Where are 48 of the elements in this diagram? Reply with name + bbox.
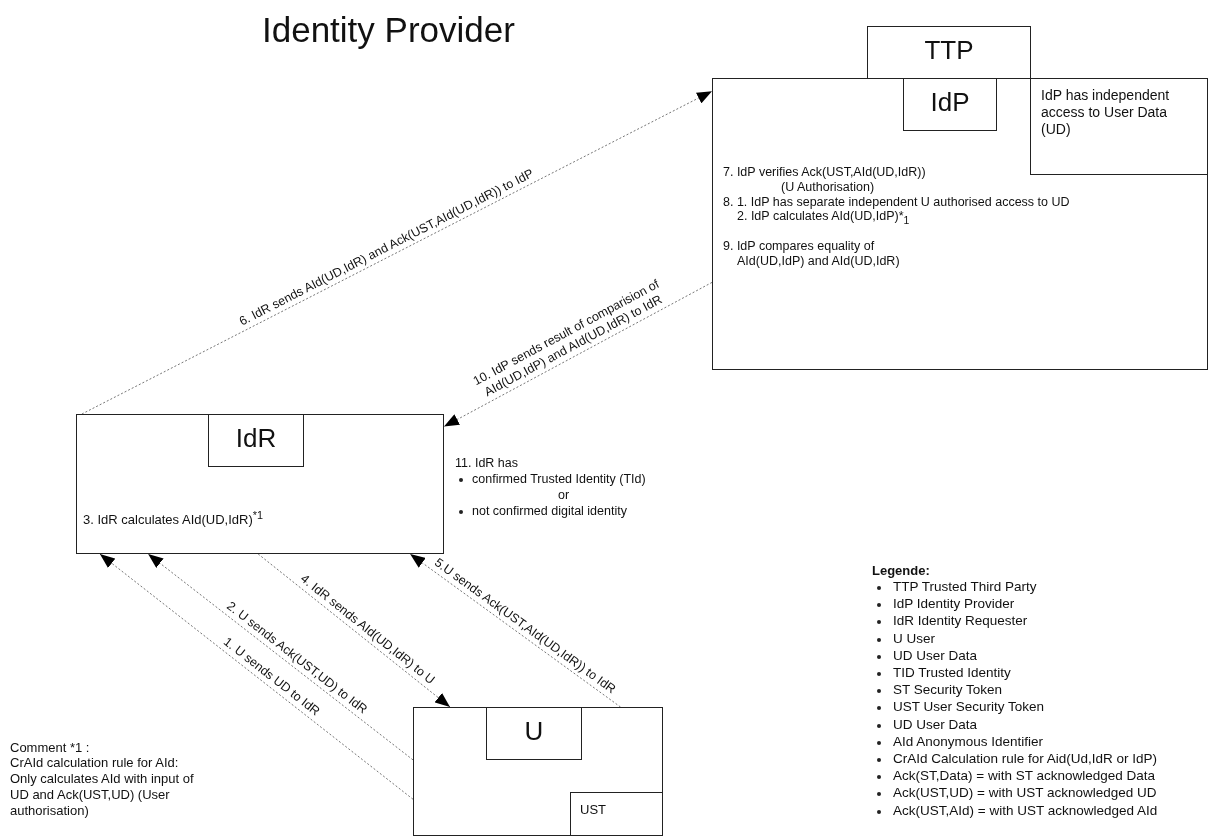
step-text: UST — [580, 802, 606, 818]
arrow — [99, 553, 414, 800]
requester-box — [76, 414, 444, 554]
box-heading: TTP — [923, 35, 975, 67]
legend-item: IdR Identity Requester — [893, 613, 1028, 629]
arrow — [81, 90, 713, 415]
note-text: 11. IdR has — [455, 456, 518, 470]
step-text: 3. IdR calculates AId(UD,IdR)$^{*1}$ — [83, 509, 264, 528]
arrow — [257, 553, 451, 708]
empty-box — [413, 707, 663, 836]
legend-item: ST Security Token — [893, 682, 1003, 698]
legend-item: CrAId Calculation rule for Aid(Ud,IdR or IdP) — [893, 751, 1158, 766]
legend-item: IdP Identity Provider — [893, 596, 1015, 612]
step-text: IdP has independent access to User Data (UD) — [1041, 87, 1171, 138]
note-text: or — [558, 488, 570, 502]
step-text: 7. IdP verifies Ack(UST,AId(UD,IdR)) (U Authorisation) — [723, 165, 927, 195]
token-box — [570, 792, 663, 836]
role-label-box — [903, 78, 997, 131]
note-text: confirmed Trusted Identity (TId) — [472, 472, 646, 486]
note-box — [1030, 78, 1208, 175]
party-box — [867, 26, 1031, 79]
box-heading: IdR — [234, 423, 278, 455]
role-label-box — [208, 414, 304, 467]
legend-item: UST User Security Token — [893, 699, 1045, 715]
box-heading: IdP — [929, 87, 971, 119]
comment-text: CrAId calculation rule for AId: Only calculates AId with input of UD and Ack(UST,UD) (User authorisation) — [10, 755, 195, 819]
legend-item: Ack(UST,AId) = with UST acknowledged AId — [893, 802, 1158, 818]
note-text: not confirmed digital identity — [472, 504, 627, 518]
arrow — [443, 281, 713, 428]
step-text: 2. IdP calculates AId(UD,IdP)*$_{1}$ — [737, 209, 910, 227]
legend-item: U User — [893, 630, 935, 646]
role-label-box — [486, 707, 582, 760]
arrow — [147, 553, 414, 761]
step-text: 8. 1. IdP has separate independent U authorised access to UD — [723, 195, 1070, 210]
step-text: 9. IdP compares equality of AId(UD,IdP) and AId(UD,IdR) — [723, 239, 901, 269]
legend-item: UD User Data — [893, 647, 978, 663]
legend-item: TTP Trusted Third Party — [893, 579, 1037, 594]
legend-item: UD User Data — [893, 716, 978, 732]
legend-item: Ack(ST,Data) = with ST acknowledged Data — [893, 768, 1155, 784]
legend-item: AId Anonymous Identifier — [893, 733, 1044, 749]
legend-item: TID Trusted Identity — [893, 665, 1011, 680]
legend-heading: Legende: — [872, 563, 930, 579]
provider-box — [712, 78, 1208, 370]
box-heading: U — [523, 716, 545, 748]
diagram-title: Identity Provider — [262, 10, 515, 50]
arrow — [409, 553, 621, 708]
comment-text: Comment *1 : — [10, 740, 90, 756]
legend-item: Ack(UST,UD) = with UST acknowledged UD — [893, 785, 1157, 801]
